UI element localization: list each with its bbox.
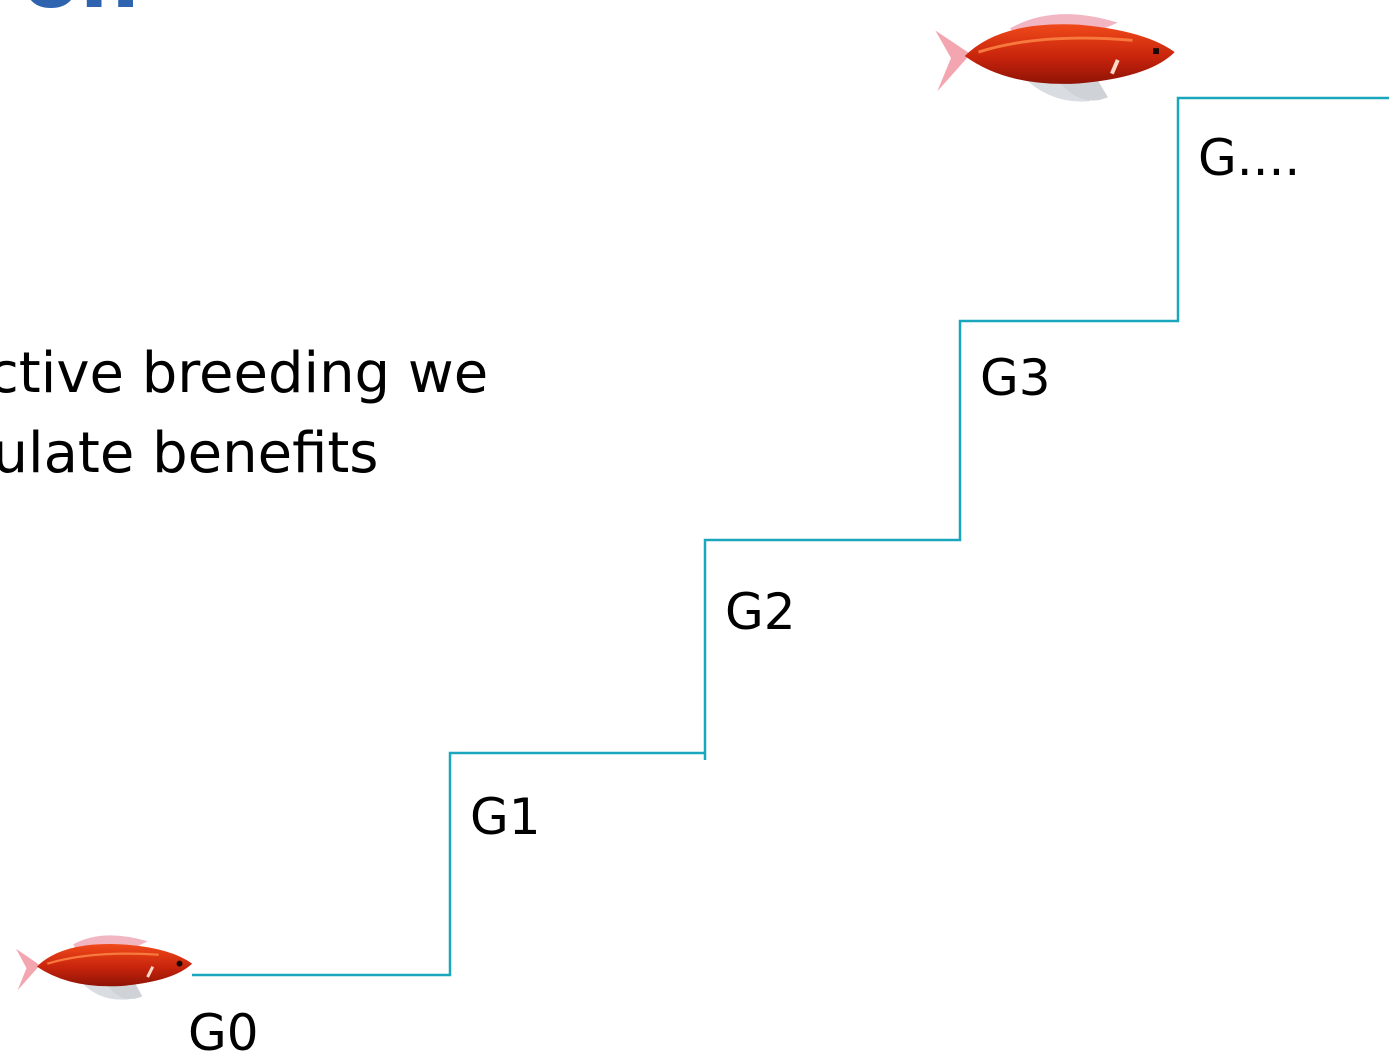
staircase-line: [192, 98, 1389, 975]
generation-label-later: G....: [1198, 130, 1300, 186]
generation-label-g0: G0: [188, 1005, 259, 1055]
generation-label-g2: G2: [725, 584, 796, 640]
generation-label-g1: G1: [470, 789, 541, 845]
generation-label-g3: G3: [980, 350, 1051, 406]
red-fish-icon: [928, 5, 1180, 108]
red-fish-icon: [10, 928, 196, 1006]
